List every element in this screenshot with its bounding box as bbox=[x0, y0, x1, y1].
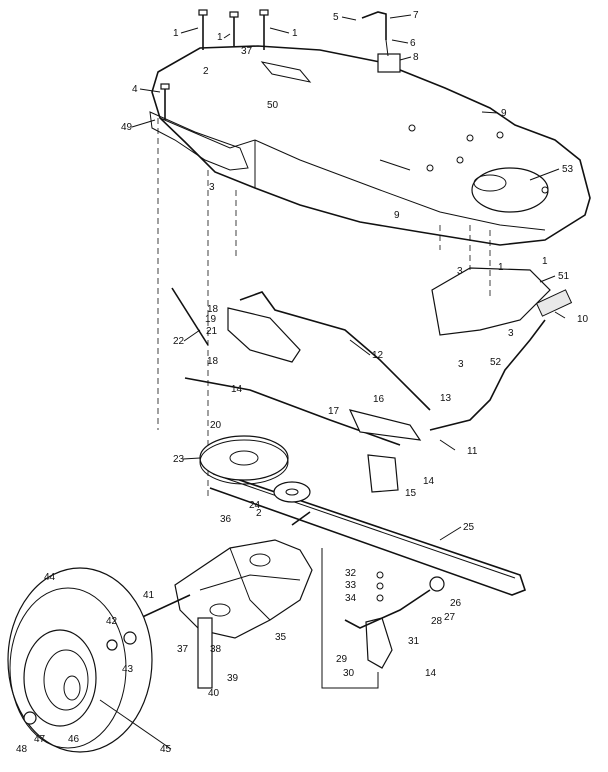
callout: 47 bbox=[34, 734, 46, 745]
callout: 7 bbox=[413, 10, 419, 21]
brake-lever bbox=[344, 571, 445, 669]
callout-labels: 1 1 1 5 7 6 8 37 2 4 50 49 9 3 53 9 1 3 … bbox=[16, 10, 589, 755]
callout: 52 bbox=[490, 357, 502, 368]
callout: 43 bbox=[122, 664, 134, 675]
callout: 28 bbox=[431, 616, 443, 627]
linkages bbox=[171, 267, 573, 493]
leader-lines bbox=[99, 14, 566, 750]
drive-belt bbox=[209, 469, 527, 596]
callout: 6 bbox=[410, 38, 416, 49]
callout: 1 bbox=[292, 28, 298, 39]
callout: 25 bbox=[463, 522, 475, 533]
callout: 15 bbox=[405, 488, 417, 499]
callout: 3 bbox=[457, 266, 463, 277]
callout: 51 bbox=[558, 271, 570, 282]
callout: 14 bbox=[231, 384, 243, 395]
callout: 5 bbox=[333, 12, 339, 23]
transaxle bbox=[124, 511, 379, 689]
callout: 40 bbox=[208, 688, 220, 699]
callout: 26 bbox=[450, 598, 462, 609]
wheel bbox=[7, 567, 153, 753]
callout: 53 bbox=[562, 164, 574, 175]
callout: 39 bbox=[227, 673, 239, 684]
top-bolts bbox=[160, 9, 269, 120]
callout: 3 bbox=[458, 359, 464, 370]
callout: 1 bbox=[498, 262, 504, 273]
pulley bbox=[199, 435, 311, 503]
callout: 34 bbox=[345, 593, 357, 604]
callout: 3 bbox=[209, 182, 215, 193]
callout: 13 bbox=[440, 393, 452, 404]
callout: 4 bbox=[132, 84, 138, 95]
callout: 20 bbox=[210, 420, 222, 431]
callout: 48 bbox=[16, 744, 28, 755]
callout: 42 bbox=[106, 616, 118, 627]
callout: 1 bbox=[173, 28, 179, 39]
callout: 37 bbox=[177, 644, 189, 655]
callout: 16 bbox=[373, 394, 385, 405]
callout: 41 bbox=[143, 590, 155, 601]
callout: 38 bbox=[210, 644, 222, 655]
callout: 21 bbox=[206, 326, 218, 337]
callout: 24 bbox=[249, 500, 261, 511]
callout: 46 bbox=[68, 734, 80, 745]
frame-plate bbox=[149, 45, 591, 246]
callout: 36 bbox=[220, 514, 232, 525]
callout: 30 bbox=[343, 668, 355, 679]
callout: 8 bbox=[413, 52, 419, 63]
callout: 45 bbox=[160, 744, 172, 755]
callout: 14 bbox=[425, 668, 437, 679]
callout: 22 bbox=[173, 336, 185, 347]
callout: 10 bbox=[577, 314, 589, 325]
callout: 44 bbox=[44, 572, 56, 583]
callout: 35 bbox=[275, 632, 287, 643]
callout: 17 bbox=[328, 406, 340, 417]
callout: 3 bbox=[508, 328, 514, 339]
callout: 33 bbox=[345, 580, 357, 591]
callout: 9 bbox=[501, 108, 507, 119]
callout: 1 bbox=[542, 256, 548, 267]
callout: 37 bbox=[241, 46, 253, 57]
callout: 23 bbox=[173, 454, 185, 465]
lift-rod bbox=[361, 11, 401, 73]
callout: 11 bbox=[467, 446, 478, 457]
callout: 12 bbox=[372, 350, 384, 361]
callout: 31 bbox=[408, 636, 420, 647]
callout: 2 bbox=[203, 66, 209, 77]
callout: 27 bbox=[444, 612, 456, 623]
callout: 32 bbox=[345, 568, 357, 579]
callout: 18 bbox=[207, 304, 219, 315]
callout: 50 bbox=[267, 100, 279, 111]
callout: 49 bbox=[121, 122, 133, 133]
callout: 9 bbox=[394, 210, 400, 221]
callout: 14 bbox=[423, 476, 435, 487]
callout: 19 bbox=[205, 314, 217, 325]
callout: 18 bbox=[207, 356, 219, 367]
callout: 2 bbox=[256, 508, 262, 519]
callout: 1 bbox=[217, 32, 223, 43]
callout: 29 bbox=[336, 654, 348, 665]
